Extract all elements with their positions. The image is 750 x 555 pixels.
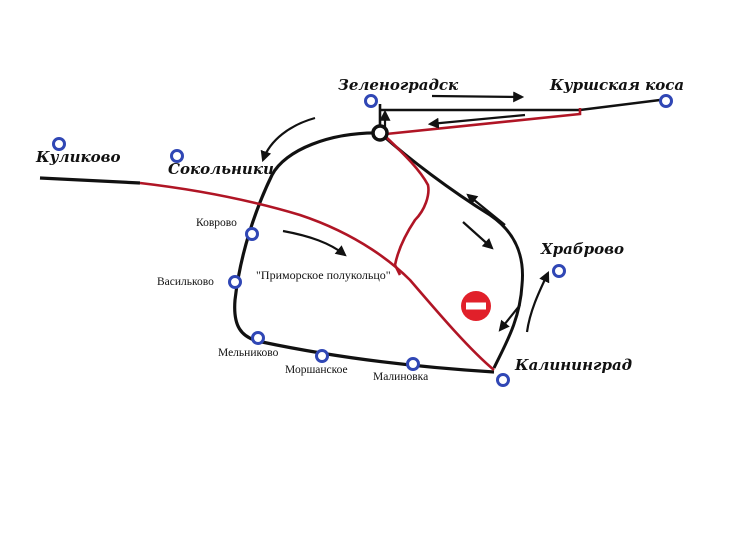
route-caption: "Приморское полукольцо" <box>256 268 391 282</box>
station-label-morshanskoe: Моршанское <box>285 364 348 376</box>
east-track <box>378 131 525 369</box>
zelenogradsk-red <box>385 136 430 276</box>
station-label-zelenogradsk: Зеленоградск <box>338 76 459 94</box>
direction-arrow-icon <box>431 91 525 103</box>
no-entry-icon <box>461 291 491 321</box>
track-network <box>39 98 661 374</box>
kosa-track-red <box>385 108 582 136</box>
direction-arrow-icon <box>462 221 494 250</box>
station-ring-icon[interactable] <box>364 94 378 108</box>
station-ring-icon[interactable] <box>406 357 420 371</box>
station-ring-icon[interactable] <box>228 275 242 289</box>
station-label-kovrovo: Коврово <box>196 217 237 229</box>
station-label-kurshskaya-kosa: Куршская коса <box>550 76 685 94</box>
station-ring-icon[interactable] <box>496 373 510 387</box>
direction-arrow-icon <box>282 229 347 257</box>
kulikovo-track-black <box>39 176 141 185</box>
kosa-track-black <box>380 98 661 112</box>
direction-arrow-icon <box>466 193 506 226</box>
station-label-melnikovo: Мельниково <box>218 347 279 359</box>
station-label-khrabrovo: Храброво <box>541 240 625 258</box>
direction-arrow-icon <box>260 116 316 163</box>
station-ring-icon[interactable] <box>245 227 259 241</box>
station-ring-icon[interactable] <box>52 137 66 151</box>
station-ring-icon[interactable] <box>251 331 265 345</box>
station-markers <box>52 94 673 387</box>
station-label-kaliningrad: Калининград <box>515 356 633 374</box>
station-ring-icon[interactable] <box>315 349 329 363</box>
direction-arrows <box>260 91 550 333</box>
station-ring-icon[interactable] <box>659 94 673 108</box>
station-label-vasilkovo: Васильково <box>157 276 214 288</box>
direction-arrow-icon <box>498 304 521 332</box>
station-label-malinovka: Малиновка <box>373 371 429 383</box>
kulikovo-kaliningrad-red <box>139 181 495 371</box>
station-ring-icon[interactable] <box>170 149 184 163</box>
loop-track <box>233 131 495 374</box>
station-label-sokolniki: Сокольники <box>168 160 274 178</box>
direction-arrow-icon <box>427 113 526 129</box>
station-label-kulikovo: Куликово <box>36 148 121 166</box>
direction-arrow-icon <box>525 271 550 333</box>
station-ring-icon[interactable] <box>552 264 566 278</box>
junction-node-icon <box>371 124 389 142</box>
